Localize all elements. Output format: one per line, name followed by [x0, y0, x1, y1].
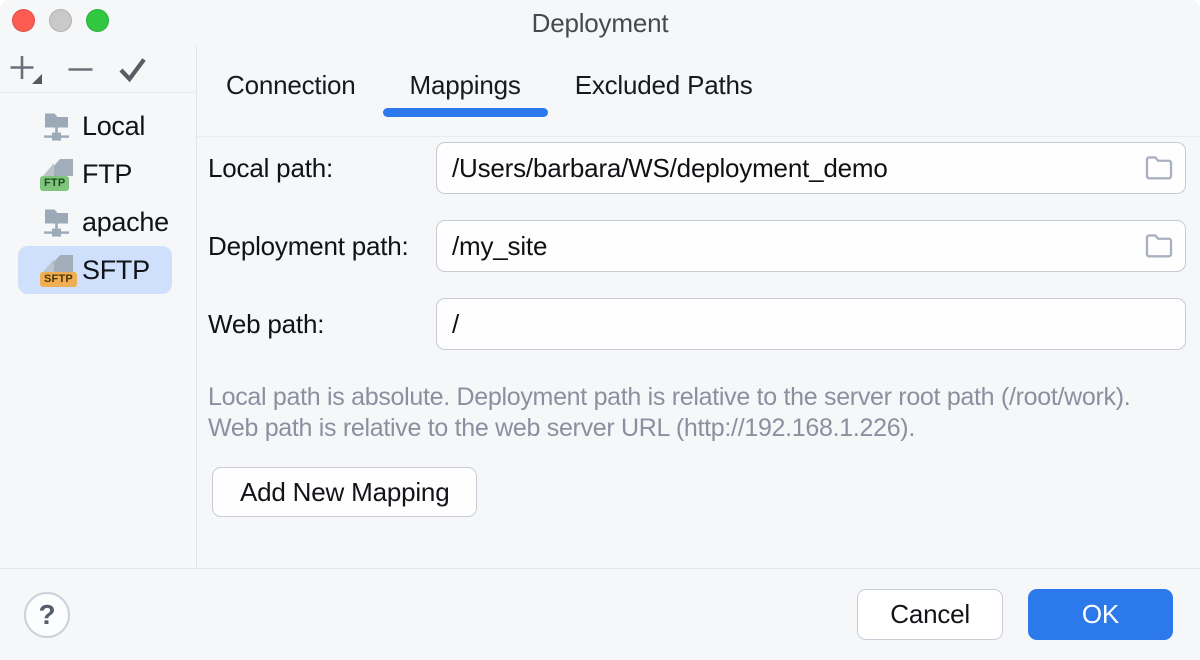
mappings-form: Local path: Deployment path:	[197, 137, 1200, 568]
web-path-input-wrap	[436, 298, 1186, 350]
server-item-apache[interactable]: apache	[18, 198, 172, 246]
web-path-label: Web path:	[208, 308, 325, 339]
server-item-label: FTP	[82, 158, 133, 189]
sftp-icon-shape	[43, 259, 54, 272]
server-item-label: apache	[82, 206, 169, 237]
server-list-panel: Local FTP FTP	[0, 45, 197, 568]
tab-bar: Connection Mappings Excluded Paths	[197, 45, 1200, 137]
hint-line-2: Web path is relative to the web server U…	[208, 414, 915, 442]
ok-button[interactable]: OK	[1028, 589, 1173, 640]
sftp-badge: SFTP	[40, 272, 77, 287]
deployment-path-label: Deployment path:	[208, 230, 409, 261]
server-item-ftp[interactable]: FTP FTP	[18, 150, 172, 198]
server-item-label: Local	[82, 110, 146, 141]
hint-line-1: Local path is absolute. Deployment path …	[208, 383, 1131, 411]
ftp-icon-shape	[43, 163, 54, 176]
server-list: Local FTP FTP	[0, 93, 196, 294]
zoom-window-button[interactable]	[86, 9, 109, 32]
traffic-lights	[12, 9, 109, 32]
use-as-default-button[interactable]	[117, 55, 147, 83]
checkmark-icon	[119, 57, 146, 82]
cancel-button[interactable]: Cancel	[857, 589, 1003, 640]
deployment-path-input[interactable]	[436, 220, 1186, 272]
deployment-path-input-wrap	[436, 220, 1186, 272]
tab-label: Excluded Paths	[574, 70, 753, 100]
server-list-toolbar	[0, 45, 196, 93]
ftp-icon-shape	[54, 159, 73, 176]
minimize-window-button[interactable]	[49, 9, 72, 32]
local-path-label: Local path:	[208, 152, 334, 183]
window-title: Deployment	[531, 8, 669, 38]
sftp-server-icon: SFTP	[40, 252, 77, 288]
web-path-input[interactable]	[436, 298, 1186, 350]
field-web-path: Web path:	[208, 298, 1186, 350]
add-new-mapping-button[interactable]: Add New Mapping	[212, 467, 478, 517]
tab-label: Connection	[226, 70, 356, 100]
active-tab-underline	[382, 108, 548, 117]
server-item-label: SFTP	[82, 254, 150, 285]
local-server-icon	[40, 204, 74, 240]
remove-server-button[interactable]	[67, 55, 94, 83]
ftp-server-icon: FTP	[40, 156, 74, 192]
add-server-button[interactable]	[6, 52, 44, 86]
minus-icon	[68, 67, 93, 71]
local-path-input[interactable]	[436, 142, 1186, 194]
ftp-badge: FTP	[40, 176, 70, 191]
close-window-button[interactable]	[12, 9, 35, 32]
tab-excluded-paths[interactable]: Excluded Paths	[548, 45, 780, 126]
browse-local-path-button[interactable]	[1142, 153, 1176, 184]
titlebar: Deployment	[0, 0, 1200, 45]
tab-mappings[interactable]: Mappings	[382, 45, 548, 126]
mapping-hint: Local path is absolute. Deployment path …	[208, 382, 1186, 444]
folder-icon	[1145, 234, 1173, 258]
settings-content: Connection Mappings Excluded Paths Local…	[197, 45, 1200, 568]
folder-icon	[1145, 156, 1173, 180]
field-deployment-path: Deployment path:	[208, 220, 1186, 272]
plus-icon	[10, 55, 42, 84]
help-button[interactable]: ?	[24, 591, 70, 638]
browse-deployment-path-button[interactable]	[1142, 231, 1176, 262]
tab-label: Mappings	[409, 70, 521, 100]
server-item-local[interactable]: Local	[18, 102, 172, 150]
tab-connection[interactable]: Connection	[199, 45, 383, 126]
field-local-path: Local path:	[208, 142, 1186, 194]
dialog-footer: ? Cancel OK	[0, 568, 1200, 660]
sftp-icon-shape	[54, 255, 73, 272]
server-item-sftp[interactable]: SFTP SFTP	[18, 246, 172, 294]
dialog-body: Local FTP FTP	[0, 45, 1200, 568]
local-server-icon	[40, 108, 74, 144]
question-mark-icon: ?	[38, 598, 56, 630]
local-path-input-wrap	[436, 142, 1186, 194]
